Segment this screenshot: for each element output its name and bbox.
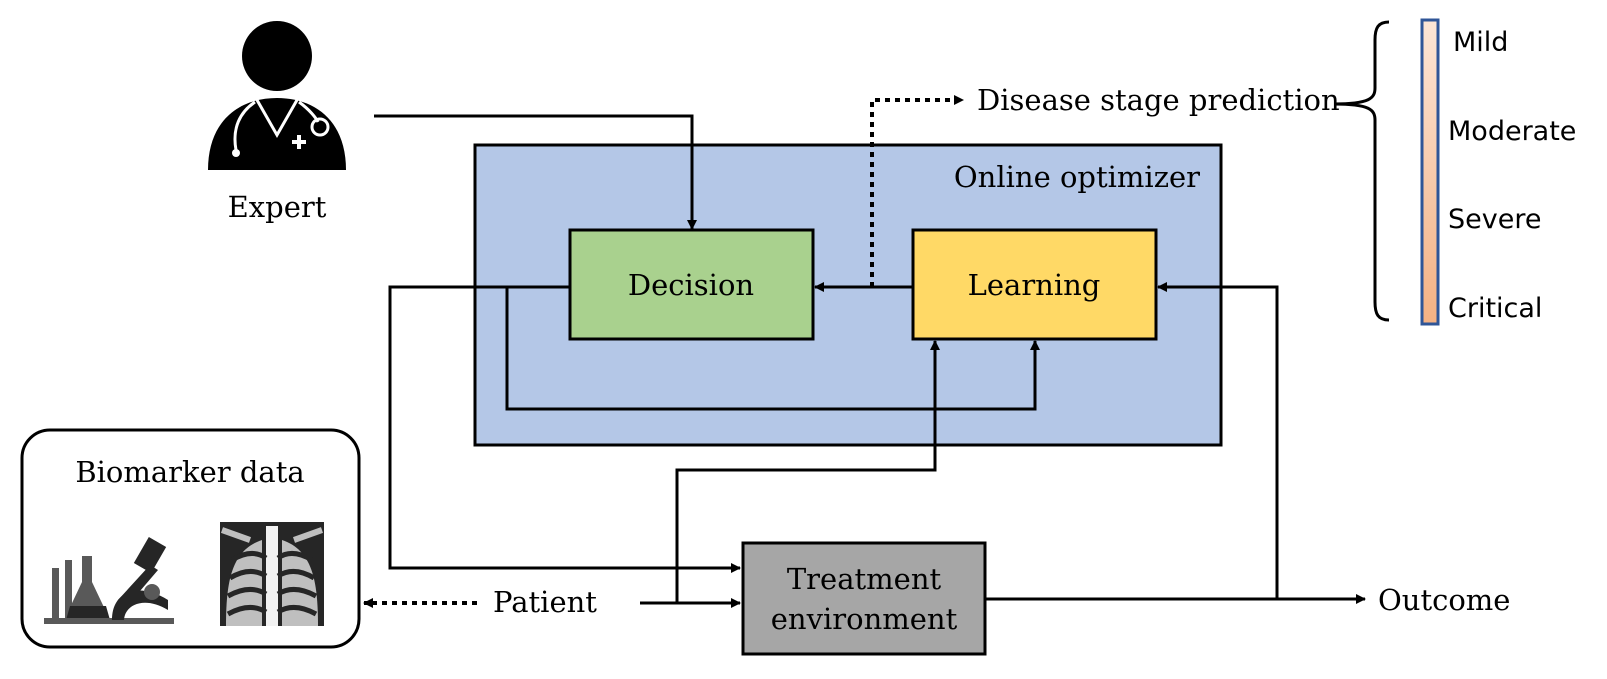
- chest-xray-icon: [220, 522, 324, 626]
- arrow-expert-to-decision: [374, 114, 697, 230]
- online-optimizer-title: Online optimizer: [954, 160, 1200, 194]
- stage-label-moderate: Moderate: [1448, 116, 1576, 147]
- treatment-environment-box: [741, 541, 987, 656]
- stage-brace: [1333, 20, 1390, 322]
- outcome-label: Outcome: [1378, 583, 1510, 617]
- learning-label: Learning: [968, 268, 1101, 302]
- arrow-decision-to-learning: [505, 287, 1040, 411]
- learning-box: [911, 228, 1158, 341]
- stage-label-critical: Critical: [1448, 293, 1542, 324]
- doctor-icon: [208, 21, 346, 170]
- decision-box: [568, 228, 815, 341]
- stage-gradient-bar: [1420, 18, 1440, 326]
- stage-label-severe: Severe: [1448, 204, 1541, 235]
- patient-label: Patient: [493, 585, 597, 619]
- arrow-patient-to-learning: [675, 340, 940, 603]
- disease-prediction-label: Disease stage prediction: [977, 83, 1340, 117]
- lab-equipment-icon: [44, 537, 174, 624]
- expert-label: Expert: [228, 190, 327, 224]
- treatment-label-line2: environment: [771, 602, 958, 636]
- decision-label: Decision: [628, 268, 754, 302]
- stage-label-mild: Mild: [1453, 27, 1508, 58]
- arrow-to-disease-prediction: [870, 95, 964, 287]
- arrow-decision-to-treatment: [388, 285, 741, 573]
- treatment-label-line1: Treatment: [787, 562, 942, 596]
- biomarker-data-title: Biomarker data: [75, 455, 304, 489]
- arrow-outcome-to-learning: [1157, 282, 1279, 599]
